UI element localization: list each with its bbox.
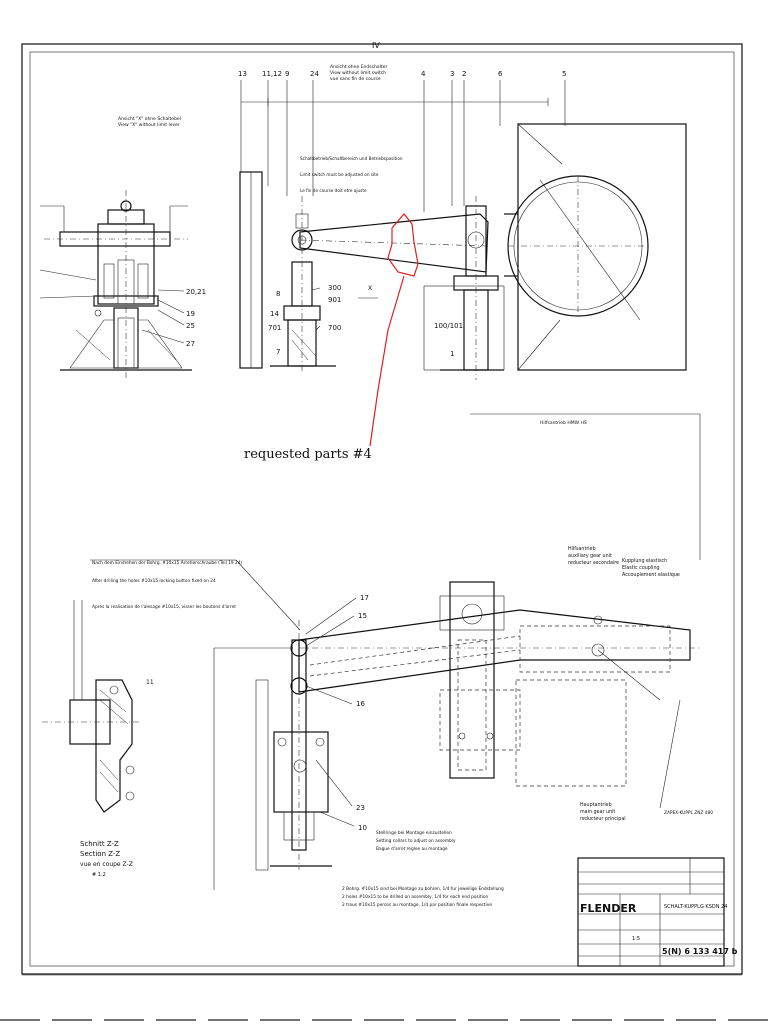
callout-15: 15: [358, 612, 367, 620]
view-x-title-en: View "X" without limit lever: [118, 122, 180, 128]
aux-unit-en: auxiliary gear unit: [568, 553, 612, 559]
main-unit-fr: reducteur principal: [580, 816, 626, 822]
company-logo-text: FLENDER: [580, 902, 637, 915]
red-cloud-highlight: [387, 213, 419, 277]
callout-100-101: 100/101: [434, 322, 463, 330]
requested-parts-label: requested parts #4: [244, 447, 372, 462]
callout-11-12: 11,12: [262, 70, 282, 78]
gear-ref-label: Hilfsantrieb HMW HS: [540, 420, 587, 426]
view-x-title-de: Ansicht "X" ohne Schaltebel: [118, 116, 181, 122]
callout-17: 17: [360, 594, 369, 602]
section-z-z: Nach dem Eindrehen der Bohrg. #10x15 Arr…: [42, 559, 301, 878]
main-unit-de: Hauptantrieb: [580, 802, 612, 808]
lower-assembly: 17 15 16 23 10 Stellringe bei Montage ei…: [213, 581, 713, 908]
callout-901: 901: [328, 296, 341, 304]
note-left-de: Nach dem Eindrehen der Bohrg. #10x15 Arr…: [92, 560, 242, 566]
aux-unit-fr: reducteur secondaire: [568, 560, 619, 566]
top-note-de: Ansicht ohne Endschalter: [330, 64, 387, 70]
drawing-scale: 1:5: [632, 936, 640, 942]
note-top-en: Limit switch must be adjusted on site: [300, 172, 379, 177]
drawing-title: SCHALT-KUPPLG KSDN 24: [664, 904, 727, 910]
sheet-frame: IV: [21, 41, 743, 976]
section-scale: # 1:2: [92, 872, 106, 878]
callout-8: 8: [276, 290, 280, 298]
callout-27: 27: [186, 340, 195, 348]
callout-5: 5: [562, 70, 566, 78]
callout-6: 6: [498, 70, 503, 78]
note-left-fr: Apres la realisation de l'alesage #10x15…: [92, 604, 236, 610]
note-left-en: After drilling the holes #10x15 locking …: [92, 578, 216, 584]
note-bottom-en: 2 holes #10x15 to be drilled on assembly…: [342, 894, 488, 900]
callout-701: 701: [268, 324, 281, 332]
callout-700: 700: [328, 324, 341, 332]
callout-14: 14: [270, 310, 279, 318]
sheet-mark: IV: [372, 41, 380, 50]
red-annotation: requested parts #4: [244, 213, 419, 462]
drawing-number: 5(N) 6 133 417 b: [662, 947, 738, 956]
gear-unit-reference: Hilfsantrieb HMW HS Hilfsantrieb auxilia…: [470, 413, 701, 578]
callout-25: 25: [186, 322, 195, 330]
callout-4: 4: [421, 70, 426, 78]
coupling-de: Kupplung elastisch: [622, 558, 667, 564]
top-note-fr: vue sans fin de course: [330, 76, 381, 82]
callout-7: 7: [276, 348, 280, 356]
motor-ref-label: ZAPEX-KUPPL ZNZ 480: [664, 810, 713, 816]
callout-300: 300: [328, 284, 341, 292]
callout-23: 23: [356, 804, 365, 812]
note-mid-en: Setting collars to adjust on assembly: [376, 838, 456, 844]
view-x-marker: X: [368, 285, 372, 292]
red-leader-line: [369, 275, 405, 447]
note-mid-de: Stellringe bei Montage einzustellen: [376, 830, 452, 836]
callout-9: 9: [285, 70, 289, 78]
coupling-fr: Accouplement elastique: [622, 572, 680, 578]
main-unit-en: main gear unit: [580, 809, 615, 815]
callout-10: 10: [358, 824, 367, 832]
note-top-fr: Le fin de course doit etre ajuste: [300, 188, 367, 193]
view-x-assembly: Ansicht "X" ohne Schaltebel View "X" wit…: [39, 116, 206, 378]
note-bottom-fr: 2 trous #10x15 perces au montage, 1/4 pa…: [342, 902, 492, 908]
callout-19: 19: [186, 310, 195, 318]
callout-2: 2: [462, 70, 466, 78]
note-top-de: Schaltbetrieb/Schaltbereich und Betriebs…: [300, 156, 403, 161]
section-label-fr: vue en coupe Z-Z: [80, 861, 133, 868]
callout-24: 24: [310, 70, 319, 78]
callout-1: 1: [450, 350, 454, 358]
callout-3: 3: [450, 70, 454, 78]
callout-11: 11: [146, 679, 154, 686]
aux-unit-de: Hilfsantrieb: [568, 546, 596, 552]
section-label-en: Section Z-Z: [80, 850, 120, 858]
coupling-en: Elastic coupling: [622, 565, 660, 571]
section-label-de: Schnitt Z-Z: [80, 840, 119, 848]
callout-20-21: 20,21: [186, 288, 206, 296]
main-side-view: Ansicht ohne Endschalter View without li…: [238, 64, 687, 380]
note-bottom-de: 2 Bohrg. #10x15 sind bei Montage zu bohr…: [342, 886, 504, 892]
title-block: FLENDER SCHALT-KUPPLG KSDN 24 1:5 5(N) 6…: [577, 857, 738, 967]
top-note-en: View without limit switch: [330, 70, 386, 76]
note-mid-fr: Bague d'arret reglee au montage: [376, 846, 448, 852]
callout-16: 16: [356, 700, 365, 708]
callout-13: 13: [238, 70, 247, 78]
